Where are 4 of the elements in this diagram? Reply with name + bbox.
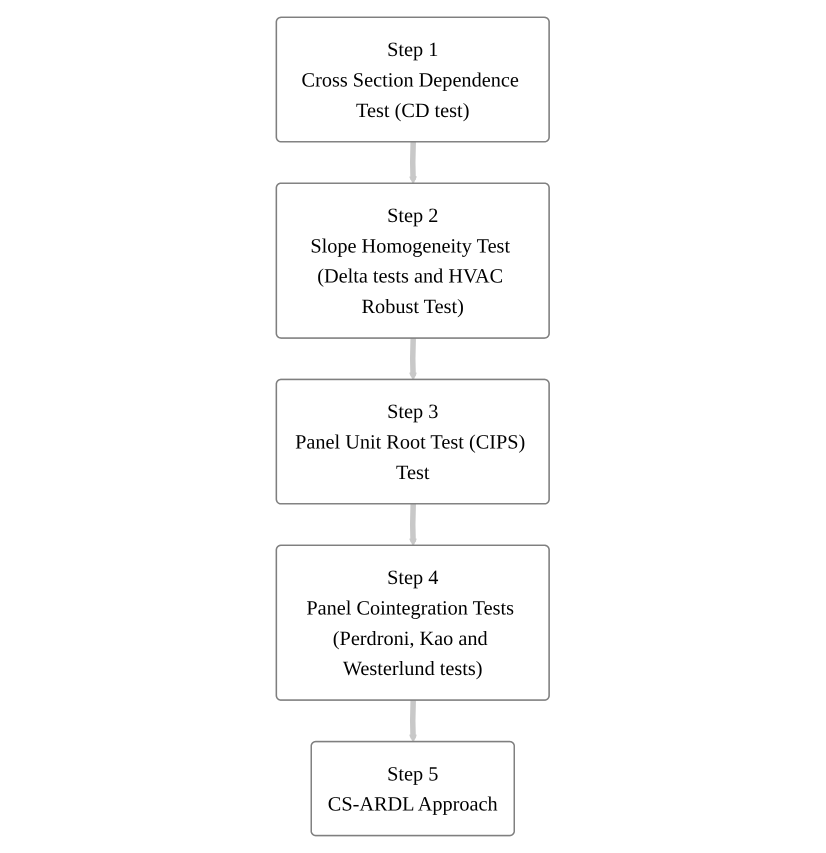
arrow xyxy=(409,700,418,742)
arrow xyxy=(409,504,418,546)
arrow xyxy=(409,338,418,380)
arrow xyxy=(409,142,418,184)
